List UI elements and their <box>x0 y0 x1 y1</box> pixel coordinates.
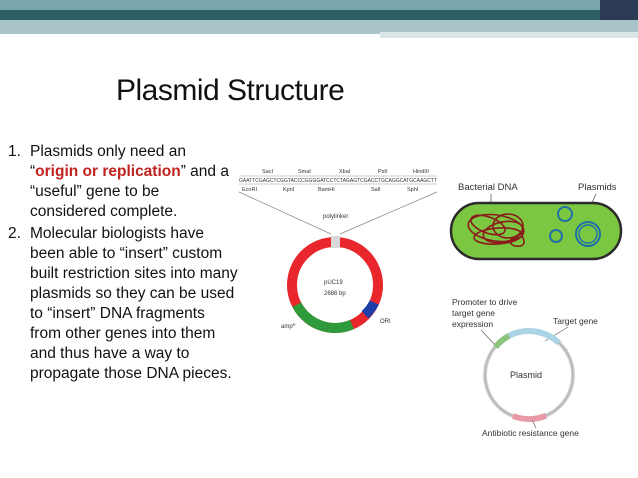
site-label-hindiii: HindIII <box>413 169 429 175</box>
header-stripe-light <box>0 0 638 10</box>
item-text: Molecular biologists have been able to “… <box>30 225 238 382</box>
ring-amp-segment-2 <box>326 319 354 333</box>
item-text-before: Plasmids only need an “ <box>30 143 186 180</box>
target-gene-label: Target gene <box>553 316 598 326</box>
bacterium-cell <box>449 201 623 261</box>
header-corner-block <box>600 0 638 20</box>
funnel-line-right <box>339 191 438 235</box>
plasmid-name: pUC19 <box>324 280 343 286</box>
puc19-ring <box>287 236 383 333</box>
amp-label: ampR <box>281 322 296 330</box>
header-thin-strip <box>380 32 638 38</box>
bacterial-dna-label: Bacterial DNA <box>458 182 518 193</box>
polylinker-label: polylinker <box>323 214 348 220</box>
site-label-sali: SalI <box>371 187 381 193</box>
plasmid-circle-inner <box>578 224 598 244</box>
site-label-kpni: KpnI <box>283 187 295 193</box>
plasmid-size: 2686 bp <box>324 291 346 297</box>
polylinker-box <box>331 236 340 248</box>
site-label-psti: PstI <box>378 169 388 175</box>
plasmid-circles <box>549 206 601 247</box>
ring-amp-segment <box>292 302 329 333</box>
slide-title: Plasmid Structure <box>116 74 345 107</box>
ori-label: ORI <box>380 319 391 325</box>
antibiotic-pointer <box>531 419 537 429</box>
bullet-list: 1. Plasmids only need an “origin or repl… <box>8 142 238 384</box>
header-stripe-dark <box>0 10 638 20</box>
site-label-saci: SacI <box>262 169 273 175</box>
vector-center-label: Plasmid <box>510 370 542 380</box>
promoter-label-line1: Promoter to drive <box>452 297 517 307</box>
site-label-sphi: SphI <box>407 187 419 193</box>
site-label-bamhi: BamHI <box>318 187 335 193</box>
bacterial-dna-loops <box>467 213 525 248</box>
antibiotic-segment <box>511 412 548 422</box>
site-label-ecori: EcoRI <box>242 187 257 193</box>
item-number: 1. <box>8 143 21 160</box>
highlight-text: origin or replication <box>35 163 181 180</box>
promoter-label-line2: target gene <box>452 308 495 318</box>
header-decoration <box>0 0 638 38</box>
item-text-after: ” and a “useful” gene to be considered c… <box>30 163 229 220</box>
site-label-smai: SmaI <box>298 169 311 175</box>
plasmid-circle <box>549 229 563 243</box>
antibiotic-label: Antibiotic resistance gene <box>482 428 579 438</box>
promoter-segment <box>493 333 511 349</box>
plasmids-label: Plasmids <box>578 182 617 193</box>
funnel-line-left <box>238 191 332 235</box>
polylinker-sequence: GAATTCGAGCTCGGTACCCGGGGATCCTCTAGAGTCGACC… <box>239 178 438 184</box>
list-item: 2. Molecular biologists have been able t… <box>8 224 238 384</box>
target-gene-segment <box>507 328 562 346</box>
list-item: 1. Plasmids only need an “origin or repl… <box>8 142 238 222</box>
plasmid-circle <box>557 206 573 222</box>
site-label-xbai: XbaI <box>339 169 351 175</box>
promoter-pointer <box>480 329 496 346</box>
promoter-label-line3: expression <box>452 319 493 329</box>
item-number: 2. <box>8 225 21 242</box>
header-stripe-pale <box>0 20 638 34</box>
ring-ori-segment <box>361 300 379 319</box>
plasmid-circle <box>575 221 601 247</box>
